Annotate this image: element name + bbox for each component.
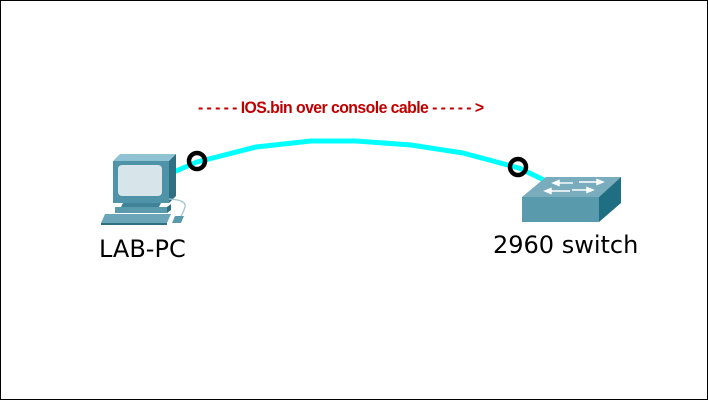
pc-workstation-icon[interactable]	[101, 154, 186, 225]
console-cable-link[interactable]	[173, 138, 549, 184]
switch-arrows-icon	[543, 178, 605, 195]
switch-label: 2960 switch	[493, 231, 639, 259]
cable-annotation-text: - - - - - IOS.bin over console cable - -…	[198, 98, 484, 117]
network-switch-icon[interactable]	[522, 177, 621, 222]
pc-port-connector[interactable]	[186, 150, 208, 172]
pc-label: LAB-PC	[99, 235, 186, 263]
switch-port-connector[interactable]	[507, 156, 529, 178]
cable-annotation: - - - - - IOS.bin over console cable - -…	[198, 98, 484, 118]
